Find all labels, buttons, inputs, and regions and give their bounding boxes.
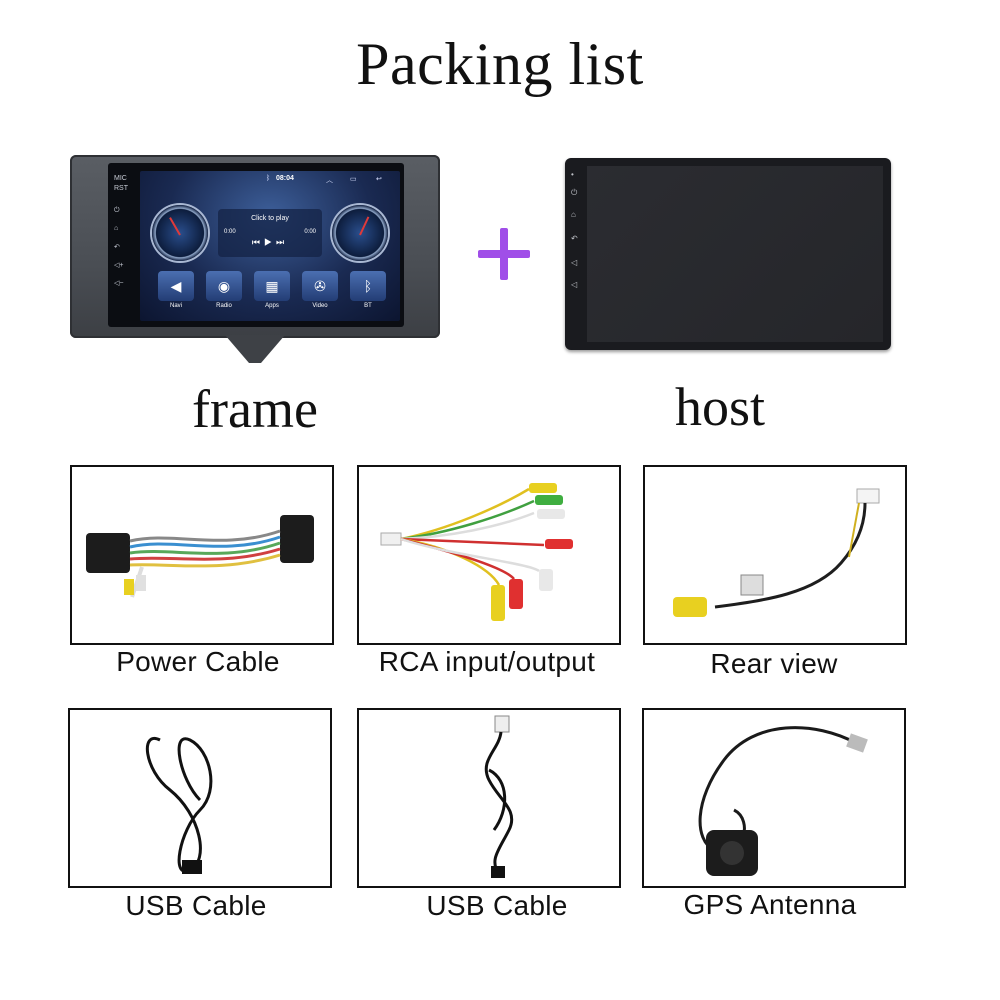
- rst-label: RST: [114, 185, 128, 192]
- back-icon: ↶: [114, 244, 120, 251]
- volume-down-icon: ◁: [571, 280, 578, 289]
- player-duration: 0:00: [304, 229, 316, 235]
- caption-rca: RCA input/output: [378, 646, 596, 677]
- bluetooth-icon: ᛒ: [266, 175, 271, 182]
- app-label: Navi: [169, 303, 182, 309]
- next-icon[interactable]: ⏭: [276, 237, 289, 247]
- app-video[interactable]: ✇ Video: [300, 271, 340, 309]
- host-label: host: [674, 377, 766, 437]
- chevron-up-icon: ︿: [326, 177, 333, 184]
- app-label: Apps: [265, 303, 279, 309]
- frame-label: frame: [192, 379, 318, 439]
- launcher-screen: ᛒ 08:04 ︿ ▭ ↩ Click to play 0:00 0:00 ⏮▶…: [140, 171, 400, 321]
- navigation-icon: ◀: [158, 271, 194, 301]
- frame-screen: MIC RST ⏻ ⌂ ↶ ◁+ ◁− ᛒ 08:04 ︿ ▭ ↩ Click …: [108, 163, 404, 327]
- status-time: 08:04: [276, 175, 294, 182]
- status-bar: ᛒ 08:04 ︿ ▭ ↩: [140, 173, 400, 187]
- host-product-image: • ⏻ ⌂ ↶ ◁ ◁: [565, 158, 891, 350]
- caption-power-cable: Power Cable: [116, 646, 280, 677]
- app-label: BT: [364, 303, 372, 309]
- player-elapsed: 0:00: [224, 229, 236, 235]
- app-bt[interactable]: ᛒ BT: [348, 271, 388, 309]
- page-title: Packing list: [356, 31, 644, 97]
- frame-product-image: MIC RST ⏻ ⌂ ↶ ◁+ ◁− ᛒ 08:04 ︿ ▭ ↩ Click …: [70, 155, 440, 365]
- host-screen: [587, 166, 883, 342]
- speed-gauge: [152, 205, 208, 261]
- apps-grid-icon: ▦: [254, 271, 290, 301]
- gps-antenna-image: [642, 708, 906, 888]
- caption-usb-cable-1: USB Cable: [125, 890, 267, 921]
- plus-icon: [478, 228, 530, 280]
- volume-up-icon: ◁: [571, 258, 578, 267]
- volume-down-icon: ◁−: [114, 280, 124, 287]
- player-controls[interactable]: ⏮▶⏭: [248, 237, 292, 248]
- usb-cable-image-2: [357, 708, 621, 888]
- caption-gps-antenna: GPS Antenna: [683, 889, 857, 920]
- frame-mount-tab: [225, 335, 285, 363]
- app-apps[interactable]: ▦ Apps: [252, 271, 292, 309]
- play-icon[interactable]: ▶: [263, 237, 277, 247]
- app-radio[interactable]: ◉ Radio: [204, 271, 244, 309]
- window-icon: ▭: [350, 176, 357, 183]
- film-reel-icon: ✇: [302, 271, 338, 301]
- previous-icon[interactable]: ⏮: [251, 237, 264, 247]
- radio-icon: ◉: [206, 271, 242, 301]
- bluetooth-icon: ᛒ: [350, 271, 386, 301]
- rpm-gauge: [332, 205, 388, 261]
- app-label: Video: [312, 303, 328, 309]
- power-cable-image: [70, 465, 334, 645]
- rca-cable-image: [357, 465, 621, 645]
- rear-view-cable-image: [643, 465, 907, 645]
- caption-rear-view: Rear view: [710, 648, 838, 679]
- music-player-widget[interactable]: Click to play 0:00 0:00 ⏮▶⏭: [218, 209, 322, 257]
- player-title: Click to play: [251, 215, 289, 222]
- home-icon: ⌂: [571, 210, 576, 219]
- mic-dot-icon: •: [571, 170, 574, 179]
- app-label: Radio: [216, 303, 232, 309]
- power-icon: ⏻: [571, 188, 578, 197]
- home-icon: ⌂: [114, 225, 119, 232]
- app-navi[interactable]: ◀ Navi: [156, 271, 196, 309]
- back-icon: ↶: [571, 234, 578, 243]
- app-dock: ◀ Navi ◉ Radio ▦ Apps ✇ Video ᛒ BT: [148, 271, 392, 315]
- power-icon: ⏻: [114, 207, 120, 214]
- back-icon: ↩: [376, 176, 382, 183]
- mic-label: MIC: [114, 175, 127, 182]
- volume-up-icon: ◁+: [114, 262, 124, 269]
- caption-usb-cable-2: USB Cable: [426, 890, 568, 921]
- usb-cable-image-1: [68, 708, 332, 888]
